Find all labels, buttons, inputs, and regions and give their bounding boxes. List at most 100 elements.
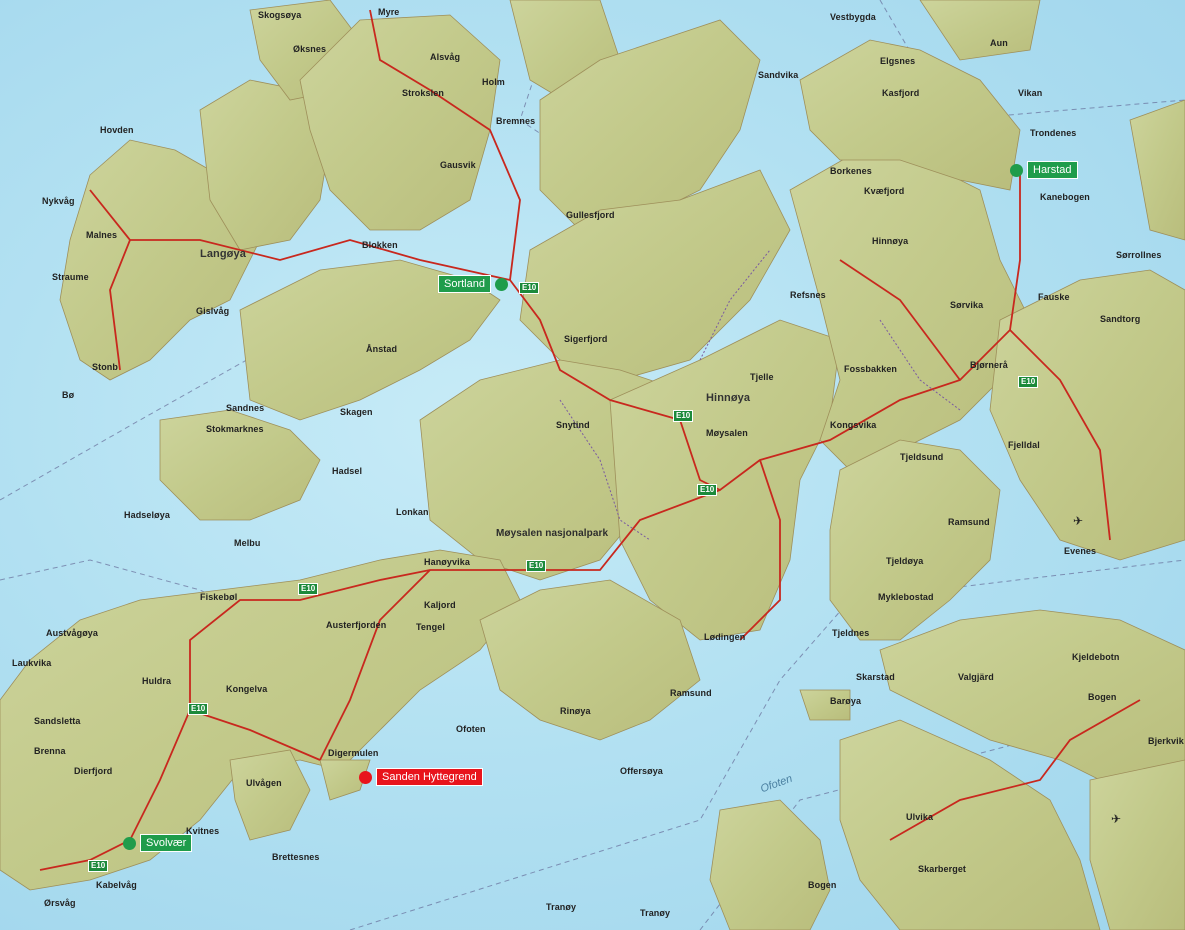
town-label: Sanden Hyttegrend [376, 768, 483, 786]
place-label: Austerfjorden [326, 620, 387, 630]
place-label: Austvågøya [46, 628, 99, 638]
place-label: Tranøy [546, 902, 577, 912]
place-label: Blokken [362, 240, 398, 250]
place-label: Sandnes [226, 403, 265, 413]
place-label: Kongsvika [830, 420, 877, 430]
place-label: Offersøya [620, 766, 663, 776]
place-label: Tjeldnes [832, 628, 870, 638]
road-shield: E10 [188, 703, 209, 715]
town-dot-icon [494, 277, 508, 291]
town-marker-harstad[interactable]: Harstad [1010, 161, 1078, 179]
place-label: Skarberget [918, 864, 967, 874]
road-shield: E10 [673, 410, 694, 422]
place-label: Øksnes [293, 44, 327, 54]
town-marker-sanden-hyttegrend[interactable]: Sanden Hyttegrend [359, 768, 483, 786]
place-label: Fauske [1038, 292, 1070, 302]
place-label: Fjelldal [1008, 440, 1040, 450]
place-label: Stokmarknes [206, 424, 264, 434]
place-label: Kongelva [226, 684, 268, 694]
place-label: Skarstad [856, 672, 895, 682]
place-label: Elgsnes [880, 56, 916, 66]
place-label: Kvæfjord [864, 186, 905, 196]
place-label: Ulvågen [246, 778, 282, 788]
place-label: Langøya [200, 248, 246, 260]
town-marker-svolvaer[interactable]: Svolvær [123, 834, 193, 852]
place-label: Ørsvåg [44, 898, 76, 908]
place-label: Digermulen [328, 748, 379, 758]
place-label: Holm [482, 77, 505, 87]
place-label: Stonb [92, 362, 118, 372]
place-label: Gislvåg [196, 306, 230, 316]
road-shield: E10 [1018, 376, 1039, 388]
airport-icon: ✈ [1073, 514, 1084, 528]
place-label: Strokslen [402, 88, 444, 98]
place-label: Sandtorg [1100, 314, 1141, 324]
place-label: Evenes [1064, 546, 1097, 556]
place-label: Gausvik [440, 160, 476, 170]
place-label: Tjeldsund [900, 452, 944, 462]
place-label: Malnes [86, 230, 118, 240]
place-label: Møysalen [706, 428, 748, 438]
place-label: Lonkan [396, 507, 429, 517]
place-label: Ramsund [948, 517, 990, 527]
place-label: Straume [52, 272, 89, 282]
place-label: Tengel [416, 622, 445, 632]
airport-icon: ✈ [1111, 812, 1122, 826]
place-label: Ofoten [456, 724, 486, 734]
town-label: Svolvær [140, 834, 193, 852]
place-label: Lødingen [704, 632, 746, 642]
town-dot-icon [123, 836, 136, 850]
road-shield: E10 [298, 583, 319, 595]
place-label: Fossbakken [844, 364, 898, 374]
road-shield: E10 [88, 860, 109, 872]
place-label: Hadsel [332, 466, 363, 476]
place-label: Kanebogen [1040, 192, 1090, 202]
place-label: Nykvåg [42, 196, 75, 206]
place-label: Ulvika [906, 812, 934, 822]
place-label: Tjelle [750, 372, 774, 382]
place-label: Refsnes [790, 290, 826, 300]
place-label: Laukvika [12, 658, 52, 668]
location-dot-icon [359, 770, 372, 784]
place-label: Huldra [142, 676, 172, 686]
town-label: Sortland [438, 275, 491, 293]
place-label: Kvitnes [186, 826, 220, 836]
place-label: Skogsøya [258, 10, 302, 20]
place-label: Myre [378, 7, 400, 17]
town-marker-sortland[interactable]: Sortland [438, 275, 508, 293]
place-label: Tranøy [640, 908, 671, 918]
place-label: Melbu [234, 538, 261, 548]
place-label: Alsvåg [430, 52, 461, 62]
town-label: Harstad [1027, 161, 1078, 179]
place-label: Sandsletta [34, 716, 81, 726]
road-shield: E10 [519, 282, 540, 294]
road-shield: E10 [526, 560, 547, 572]
place-label: Kasfjord [882, 88, 920, 98]
place-label: Kjeldebotn [1072, 652, 1120, 662]
place-label: Bogen [1088, 692, 1117, 702]
park-label: Møysalen nasjonalpark [496, 528, 609, 539]
place-label: Dierfjord [74, 766, 113, 776]
place-label: Hanøyvika [424, 557, 470, 567]
place-label: Bogen [808, 880, 837, 890]
place-label: Borkenes [830, 166, 872, 176]
place-label: Hinnøya [706, 392, 751, 404]
place-label: Skagen [340, 407, 373, 417]
place-label: Bremnes [496, 116, 536, 126]
road-shield: E10 [697, 484, 718, 496]
place-label: Sørvika [950, 300, 984, 310]
town-dot-icon [1010, 163, 1023, 177]
place-label: Sandvika [758, 70, 799, 80]
place-label: Valgjärd [958, 672, 994, 682]
place-label: Ramsund [670, 688, 712, 698]
trails [559, 249, 961, 541]
place-label: Kabelvåg [96, 880, 137, 890]
place-label: Brenna [34, 746, 66, 756]
place-label: Kaljord [424, 600, 456, 610]
place-label: Trondenes [1030, 128, 1077, 138]
place-label: Bø [62, 390, 75, 400]
place-label: Gullesfjord [566, 210, 615, 220]
